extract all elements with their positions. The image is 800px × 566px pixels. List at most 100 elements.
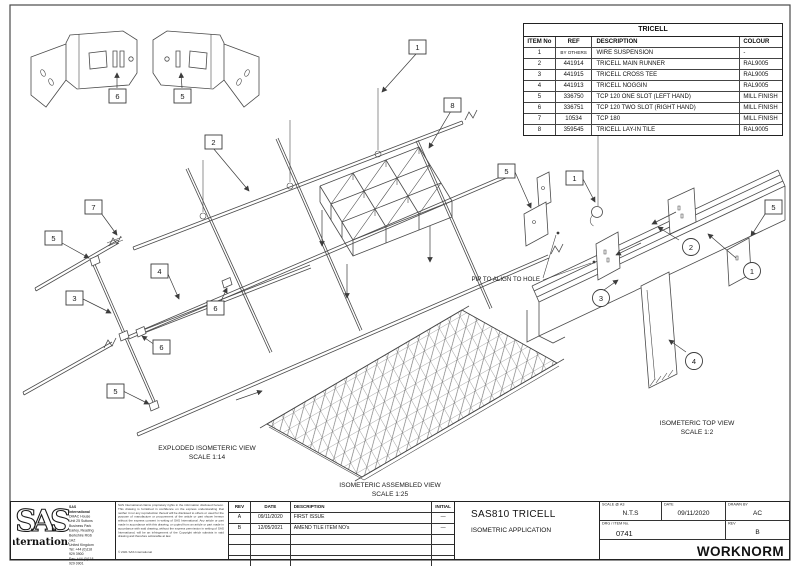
assembled-view xyxy=(259,305,565,482)
rev-cell-desc: AMEND TILE ITEM NO's xyxy=(291,523,433,534)
parts-table: TRICELL ITEM No REF DESCRIPTION COLOUR 1… xyxy=(523,23,783,136)
svg-text:7: 7 xyxy=(91,203,95,212)
drg-no-label: DRG / ITEM No. xyxy=(602,522,630,526)
balloon-top-circle-1: 1 xyxy=(743,262,761,280)
svg-text:2: 2 xyxy=(211,138,215,147)
drawn-by-field: DRAWN BY AC xyxy=(726,502,789,521)
parts-cell-item: 5 xyxy=(524,92,556,102)
drawn-by-label: DRAWN BY xyxy=(728,503,748,507)
svg-text:5: 5 xyxy=(51,234,55,243)
parts-cell-colour: MILL FINISH xyxy=(743,94,778,100)
svg-text:3: 3 xyxy=(599,294,603,303)
svg-text:4: 4 xyxy=(692,357,696,366)
rev-cell-initial: — xyxy=(440,514,446,520)
svg-text:2: 2 xyxy=(689,243,693,252)
clip-detail-view xyxy=(30,30,260,108)
top-scale: SCALE 1:2 xyxy=(681,429,714,436)
logo-international-text: International xyxy=(13,537,69,548)
company-logo-cell: SAS International SAS InternationalDMAC … xyxy=(11,502,116,566)
svg-text:5: 5 xyxy=(113,387,117,396)
assembled-caption: ISOMETERIC ASSEMBLED VIEW xyxy=(339,482,441,489)
company-address-line: Berkshire RG6 1AZ xyxy=(69,534,92,543)
parts-cell-colour: RAL9005 xyxy=(743,61,769,67)
svg-text:8: 8 xyxy=(450,101,454,110)
balloon-top-1s: 1 xyxy=(565,170,584,186)
parts-table-title: TRICELL xyxy=(524,24,782,37)
balloon-annotations: 6 5 1 8 2 7 5 3 4 6 6 5 xyxy=(44,39,783,405)
rev-row-empty xyxy=(229,555,454,566)
svg-text:5: 5 xyxy=(180,92,184,101)
legal-text: SAS International claims proprietary rig… xyxy=(118,504,224,539)
balloon-detail-6: 6 xyxy=(108,88,127,104)
svg-text:6: 6 xyxy=(213,304,217,313)
balloon-top-circle-3: 3 xyxy=(592,289,610,307)
svg-text:5: 5 xyxy=(771,203,775,212)
balloon-exploded-2: 2 xyxy=(204,134,223,150)
svg-text:1: 1 xyxy=(750,267,754,276)
rev-cell-date xyxy=(251,534,291,545)
exploded-scale: SCALE 1:14 xyxy=(189,454,226,461)
balloon-top-5b: 5 xyxy=(764,199,783,215)
company-address-line: Earley, Reading xyxy=(69,529,94,533)
date-field: DATE 09/11/2020 xyxy=(662,502,726,521)
parts-cell-desc: TCP 120 TWO SLOT (RIGHT HAND) xyxy=(592,103,741,113)
rev-cell-date: 09/11/2020 xyxy=(251,513,291,523)
date-label: DATE xyxy=(664,503,674,507)
fields-cell: SCALE @ A3 N.T.S DATE 09/11/2020 DRAWN B… xyxy=(600,502,789,559)
legal-cell: SAS International claims proprietary rig… xyxy=(116,502,229,559)
svg-text:1: 1 xyxy=(415,43,419,52)
svg-text:6: 6 xyxy=(115,92,119,101)
rev-cell-desc: FIRST ISSUE xyxy=(291,513,433,523)
lay-in-tile xyxy=(319,146,453,257)
company-name: SAS International xyxy=(69,505,90,515)
rev-cell-desc xyxy=(291,534,433,545)
drg-no-field: DRG / ITEM No. 0741 xyxy=(600,521,726,540)
fields-row-2: DRG / ITEM No. 0741 REV B xyxy=(600,521,789,540)
rev-cell-initial: — xyxy=(440,524,446,531)
copyright-text: © 2021 SAS International xyxy=(118,551,152,554)
parts-cell-desc: TRICELL CROSS TEE xyxy=(592,70,741,80)
top-caption: ISOMETERIC TOP VIEW xyxy=(660,420,736,427)
parts-cell-item: 2 xyxy=(524,59,556,69)
rev-header-initial: INITIAL xyxy=(435,504,451,509)
balloon-detail-5: 5 xyxy=(173,88,192,104)
title-block: SAS International SAS InternationalDMAC … xyxy=(10,501,790,566)
rev-header-rev: REV xyxy=(229,502,251,512)
balloon-exploded-4: 4 xyxy=(150,263,169,279)
balloon-exploded-6b: 6 xyxy=(152,339,171,355)
rev-row-empty xyxy=(229,544,454,556)
parts-cell-ref: 336750 xyxy=(556,92,593,102)
rev-cell-rev xyxy=(229,545,251,556)
logo-sas-text: SAS xyxy=(15,504,69,539)
rev-cell-initial xyxy=(432,535,454,545)
rev-table-header: REV DATE DESCRIPTION INITIAL xyxy=(229,502,454,512)
balloon-exploded-3: 3 xyxy=(65,290,84,306)
rev-cell-rev: B xyxy=(229,523,251,534)
balloon-exploded-6a: 6 xyxy=(206,300,225,316)
parts-cell-ref: BY OTHERS xyxy=(556,48,593,58)
scale-label: SCALE @ A3 xyxy=(602,503,625,507)
pip-note: PIP TO ALIGN TO HOLE xyxy=(471,276,540,283)
sheet-border xyxy=(9,4,791,561)
balloon-exploded-5a: 5 xyxy=(44,230,63,246)
svg-text:4: 4 xyxy=(157,267,161,276)
parts-cell-desc: TRICELL MAIN RUNNER xyxy=(592,59,741,69)
svg-text:1: 1 xyxy=(572,174,576,183)
parts-cell-colour: RAL9005 xyxy=(743,83,769,89)
rev-row-empty xyxy=(229,533,454,545)
top-view xyxy=(523,68,786,389)
rev-cell-rev xyxy=(229,556,251,566)
rev-field: REV B xyxy=(726,521,789,540)
svg-text:6: 6 xyxy=(159,343,163,352)
balloon-top-circle-2: 2 xyxy=(682,238,700,256)
exploded-view xyxy=(22,88,564,437)
rev-cell-date xyxy=(251,545,291,556)
rev-cell-date xyxy=(251,556,291,566)
